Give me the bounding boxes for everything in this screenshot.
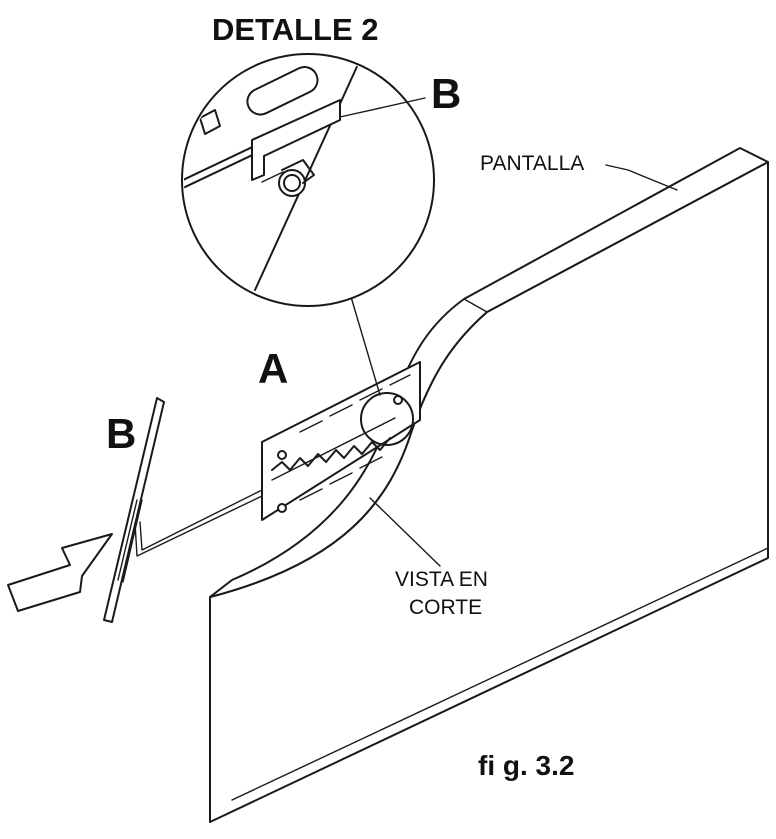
screen-leader <box>605 164 678 191</box>
bracket-plate <box>261 361 421 521</box>
detail-part-label: B <box>431 70 461 117</box>
bracket-slots <box>299 374 411 501</box>
detail-slot <box>246 66 319 116</box>
strap-label: B <box>106 410 136 457</box>
detail-hook <box>251 99 341 181</box>
bolt-icon <box>278 159 315 197</box>
detail-leader-line <box>348 289 381 396</box>
screen-panel <box>209 147 769 823</box>
bracket-rail <box>271 437 391 471</box>
mounting-strap <box>103 397 263 623</box>
mounting-arrow-icon <box>7 533 113 612</box>
section-label-line1: VISTA EN <box>395 568 488 591</box>
bracket-label: A <box>258 345 288 392</box>
figure-caption: fi g. 3.2 <box>478 750 574 781</box>
section-leader <box>369 497 441 567</box>
screen-top-edge <box>209 579 233 598</box>
bracket-bolt <box>277 450 287 460</box>
bracket-bolt <box>277 503 287 513</box>
section-label-line2: CORTE <box>409 596 482 619</box>
detail-marker-circle <box>360 392 414 446</box>
detail-2-magnified <box>181 53 435 307</box>
screen-cut-edge <box>463 298 488 313</box>
screen-label: PANTALLA <box>480 152 584 175</box>
detail-title: DETALLE 2 <box>212 12 379 47</box>
mounting-bracket <box>261 361 421 521</box>
screen-back-shade <box>231 547 769 801</box>
screen-top-face <box>209 147 769 598</box>
strap-wire <box>134 495 263 557</box>
